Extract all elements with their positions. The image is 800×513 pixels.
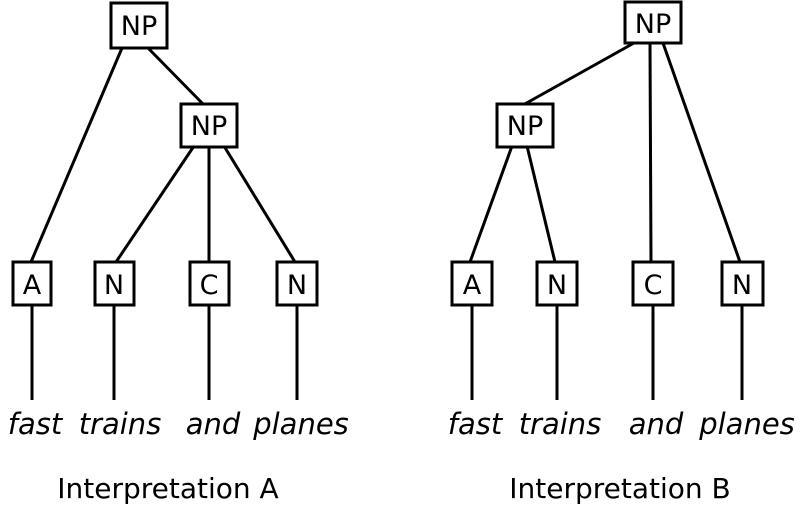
node-label-a-N1: N xyxy=(104,270,124,301)
node-box-b-root-np xyxy=(623,0,683,45)
word-b-trains: trains xyxy=(519,407,602,441)
node-label-a-N2: N xyxy=(287,270,307,301)
node-label-a-inner-np: NP xyxy=(191,111,227,142)
node-label-a-C: C xyxy=(200,270,219,301)
edge-b-root-to-N2 xyxy=(661,42,742,263)
word-a-planes: planes xyxy=(252,407,349,441)
caption-interpretation-a: Interpretation A xyxy=(57,472,278,505)
node-box-a-A xyxy=(11,260,53,307)
tree-a: NP NP A N C N fast trains and planes Int… xyxy=(8,1,349,505)
node-label-b-root-np: NP xyxy=(635,9,671,40)
node-box-b-A xyxy=(450,260,494,307)
edge-a-root-to-innerNP xyxy=(146,46,206,107)
node-label-b-N1: N xyxy=(547,270,567,301)
edge-b-root-to-C xyxy=(648,42,653,263)
tree-b: NP NP A N C N fast trains and planes Int… xyxy=(448,0,795,505)
node-box-a-C xyxy=(188,260,231,307)
caption-interpretation-b: Interpretation B xyxy=(509,472,731,505)
node-box-b-inner-np xyxy=(495,102,555,149)
node-label-b-inner-np: NP xyxy=(507,111,543,142)
word-a-trains: trains xyxy=(79,407,162,441)
edge-a-innerNP-to-N1 xyxy=(114,145,196,263)
node-box-b-N2 xyxy=(720,260,765,307)
word-b-and: and xyxy=(629,407,684,441)
word-b-planes: planes xyxy=(698,407,795,441)
edge-b-innerNP-to-A xyxy=(468,145,514,263)
edge-b-innerNP-to-N1 xyxy=(525,145,557,263)
node-label-b-C: C xyxy=(644,270,663,301)
word-b-fast: fast xyxy=(448,407,504,441)
node-box-a-N1 xyxy=(93,260,136,307)
node-label-a-root-np: NP xyxy=(121,11,157,42)
node-label-a-A: A xyxy=(23,270,42,301)
node-label-b-A: A xyxy=(463,270,482,301)
word-a-fast: fast xyxy=(8,407,64,441)
edge-a-root-to-A xyxy=(29,47,124,263)
node-box-a-inner-np xyxy=(179,102,239,149)
node-box-b-N1 xyxy=(535,260,579,307)
edge-b-root-to-innerNP xyxy=(522,41,635,107)
node-box-a-root-np xyxy=(109,1,169,50)
node-box-b-C xyxy=(631,260,675,307)
edge-a-innerNP-to-N2 xyxy=(222,145,297,263)
node-label-b-N2: N xyxy=(732,270,752,301)
word-a-and: and xyxy=(186,407,241,441)
node-box-a-N2 xyxy=(275,260,319,307)
